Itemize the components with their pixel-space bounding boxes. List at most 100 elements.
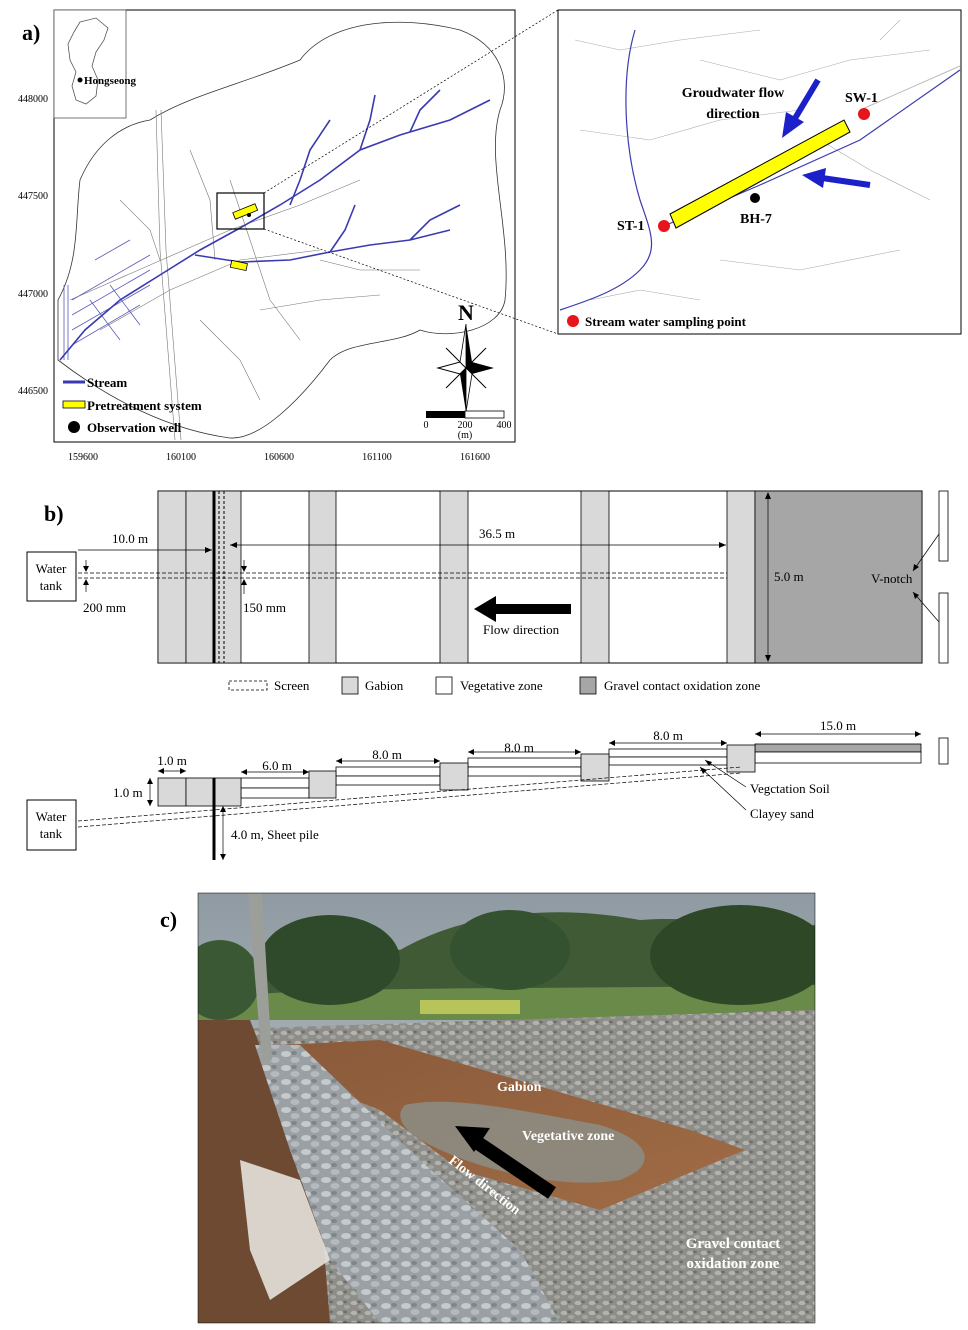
zoom-connector-top [263, 9, 559, 194]
plan-water-tank-line1: Water [36, 561, 67, 576]
flow-label-line2: direction [706, 107, 760, 122]
dim-5m-label: 5.0 m [774, 569, 804, 584]
section-gabion-1 [308, 770, 337, 799]
panel-b-label: b) [44, 501, 64, 526]
pretreatment-system-2 [229, 259, 248, 272]
dim-10m-label: 10.0 m [112, 531, 148, 546]
plan-gabion-0b [185, 490, 215, 664]
dim-15m-label: 15.0 m [820, 718, 856, 733]
x-tick: 160100 [166, 452, 196, 463]
x-tick: 160600 [264, 452, 294, 463]
legend-sampling-label: Stream water sampling point [585, 314, 747, 329]
dim-150mm-label: 150 mm [243, 600, 286, 615]
section-gabion-2 [439, 762, 469, 791]
dim-6m-label: 6.0 m [262, 758, 292, 773]
x-axis-ticks: 159600 160100 160600 161100 161600 [68, 452, 490, 463]
scale-bar-black [426, 411, 465, 418]
photo-flow-arrow-icon [455, 1126, 556, 1199]
plan-flow-direction-label: Flow direction [483, 622, 560, 637]
hongseong-marker [77, 77, 83, 83]
plan-gabion-2 [439, 490, 469, 664]
section-water-tank-line1: Water [36, 809, 67, 824]
dim-1m-width-label: 1.0 m [157, 753, 187, 768]
vegetation-soil-label: Vegctation Soil [750, 781, 830, 796]
dim-8m-b-label: 8.0 m [504, 740, 534, 755]
site-photo-frame [197, 892, 816, 1324]
plan-water-tank [26, 551, 77, 602]
section-water-tank-line2: tank [40, 826, 63, 841]
v-notch-gate-bottom [938, 592, 949, 664]
korea-inset [53, 9, 127, 119]
st1-label: ST-1 [617, 219, 645, 234]
photo-gabion-label: Gabion [497, 1080, 542, 1095]
sw1-label: SW-1 [845, 91, 878, 106]
scale-unit: (m) [458, 430, 472, 441]
section-gabion-0a [157, 777, 187, 807]
legend-screen-swatch [228, 680, 268, 691]
legend-gabion-label: Gabion [365, 678, 404, 693]
zoom-road-edge [859, 65, 961, 111]
legend-well-label: Observation well [87, 420, 182, 435]
section-gabion-0b [185, 777, 215, 807]
legend-sampling-swatch [567, 315, 579, 327]
korea-outline [67, 17, 109, 105]
catchment-boundary [57, 21, 507, 439]
legend-screen-label: Screen [274, 678, 310, 693]
road-network [69, 109, 420, 441]
v-notch-gate-top [938, 490, 949, 562]
y-tick: 447000 [18, 289, 48, 300]
legend-vegetative-swatch [435, 676, 453, 695]
dim-365m-label: 36.5 m [479, 526, 515, 541]
section-v-notch [938, 737, 949, 765]
north-label: N [458, 300, 474, 325]
groundwater-flow-arrow-1 [782, 78, 821, 138]
plan-water-tank-line2: tank [40, 578, 63, 593]
section-pipe-bottom [77, 772, 742, 828]
dim-8m-a-label: 8.0 m [372, 747, 402, 762]
legend-pretreatment-label: Pretreatment system [87, 398, 202, 413]
photo-vegetative-label: Vegetative zone [522, 1129, 614, 1144]
v-notch-label: V-notch [871, 571, 913, 586]
site-photo [198, 893, 815, 1323]
plan-gabion-0c [213, 490, 242, 664]
legend-vegetative-label: Vegetative zone [460, 678, 543, 693]
plan-flow-arrow-icon [474, 596, 571, 622]
zoom-pretreatment-system [669, 119, 851, 229]
observation-well-map [247, 213, 251, 217]
plan-gabion-3 [580, 490, 610, 664]
inset-place-label: Hongseong [84, 75, 136, 87]
bh7-well [750, 193, 760, 203]
bh7-label: BH-7 [740, 212, 772, 227]
legend-stream-label: Stream [87, 375, 127, 390]
scale-bar-white [464, 410, 505, 419]
section-gabion-3 [580, 753, 610, 782]
scale-tick: 400 [497, 420, 512, 431]
plan-gabion-4 [726, 490, 756, 664]
photo-gravel-label-line1: Gravel contact [686, 1236, 781, 1252]
dim-1m-height-label: 1.0 m [113, 785, 143, 800]
zoom-box [216, 192, 265, 230]
groundwater-flow-arrow-2 [802, 168, 871, 188]
scale-tick: 0 [424, 420, 429, 431]
pretreatment-system-1 [232, 203, 259, 220]
y-tick: 446500 [18, 386, 48, 397]
section-dimension-lines [149, 733, 921, 860]
x-tick: 161600 [460, 452, 490, 463]
section-dimension-arrows [147, 731, 921, 860]
scale-tick: 200 [458, 420, 473, 431]
legend-gravel-swatch [579, 676, 597, 695]
dim-8m-c-label: 8.0 m [653, 728, 683, 743]
plan-gabion-1 [308, 490, 337, 664]
sw1-point [858, 108, 870, 120]
plan-gravel-zone [754, 490, 923, 664]
section-pipe-top [77, 766, 742, 822]
y-tick: 447500 [18, 191, 48, 202]
legend-pretreatment-swatch [62, 400, 86, 409]
x-tick: 159600 [68, 452, 98, 463]
flow-label-line1: Groudwater flow [682, 86, 785, 101]
zoom-connector-bottom [263, 228, 559, 335]
photo-gravel-label-line2: oxidation zone [687, 1256, 780, 1272]
y-tick: 448000 [18, 94, 48, 105]
dim-200mm-label: 200 mm [83, 600, 126, 615]
